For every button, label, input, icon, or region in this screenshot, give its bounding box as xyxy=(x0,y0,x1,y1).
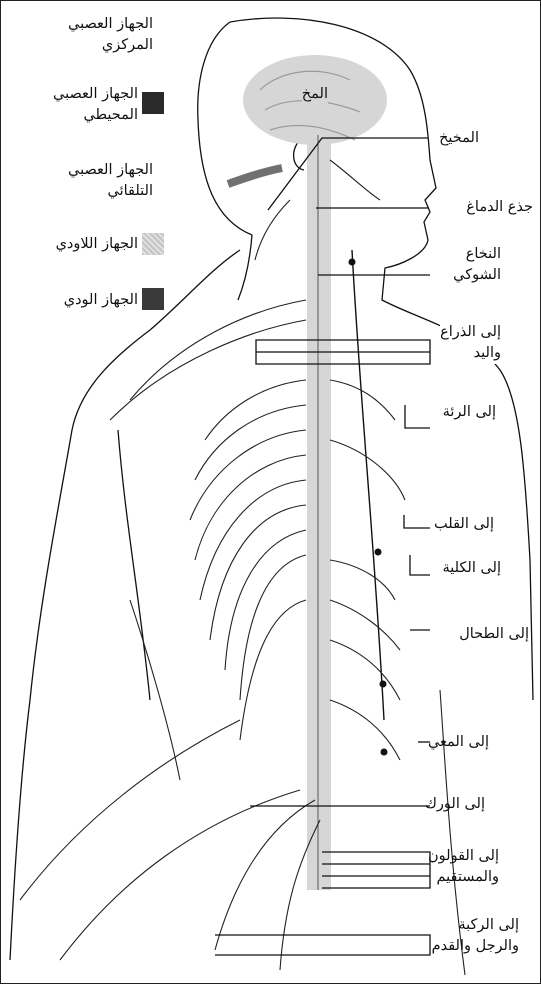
legend-item-parasympathetic: الجهاز اللاودي xyxy=(56,234,138,255)
legend-parasympathetic-line1: الجهاز اللاودي xyxy=(56,234,138,255)
legend-item-cns: الجهاز العصبي المركزي xyxy=(68,14,153,56)
label-cerebellum: المخيخ xyxy=(439,128,479,149)
label-colon-rectum: إلى القولون والمستقيم xyxy=(428,846,499,888)
legend-swatch-peripheral xyxy=(142,92,164,114)
label-spinal-cord: النخاع الشوكي xyxy=(453,244,501,286)
legend-sympathetic-line1: الجهاز الودي xyxy=(64,290,138,311)
label-hip: إلى الورك xyxy=(425,794,485,815)
legend-item-autonomic: الجهاز العصبي التلقائي xyxy=(68,160,153,202)
label-arm-hand-line1: إلى الذراع xyxy=(440,322,501,343)
legend-item-peripheral: الجهاز العصبي المحيطي xyxy=(53,84,138,126)
head-back xyxy=(198,22,252,235)
label-knee-foot: إلى الركبة والرجل والقدم xyxy=(432,915,519,957)
label-kidney: إلى الكلية xyxy=(442,558,501,579)
legend-autonomic-line2: التلقائي xyxy=(68,181,153,202)
label-intestine: إلى المعي xyxy=(428,732,489,753)
label-knee-foot-line2: والرجل والقدم xyxy=(432,936,519,957)
label-arm-hand: إلى الذراع واليد xyxy=(440,322,501,364)
label-colon-rectum-line2: والمستقيم xyxy=(428,867,499,888)
ear xyxy=(294,140,304,170)
body-outline-left xyxy=(10,250,240,960)
nerve-branches xyxy=(20,160,465,975)
legend-swatch-sympathetic xyxy=(142,288,164,310)
legend-item-sympathetic: الجهاز الودي xyxy=(64,290,138,311)
ganglia xyxy=(349,259,388,756)
label-colon-rectum-line1: إلى القولون xyxy=(428,846,499,867)
label-spinal-cord-line2: الشوكي xyxy=(453,265,501,286)
cns-shading xyxy=(243,55,387,890)
label-lung: إلى الرئة xyxy=(443,402,496,423)
legend-peripheral-line2: المحيطي xyxy=(53,105,138,126)
label-arm-hand-line2: واليد xyxy=(440,343,501,364)
legend-cns-line2: المركزي xyxy=(68,35,153,56)
legend-autonomic-line1: الجهاز العصبي xyxy=(68,160,153,181)
label-heart: إلى القلب xyxy=(434,514,494,535)
label-knee-foot-line1: إلى الركبة xyxy=(432,915,519,936)
arm-inner xyxy=(118,430,150,700)
legend-cns-line1: الجهاز العصبي xyxy=(68,14,153,35)
label-brain: المخ xyxy=(302,84,328,105)
label-spleen: إلى الطحال xyxy=(459,624,529,645)
legend-peripheral-line1: الجهاز العصبي xyxy=(53,84,138,105)
label-spinal-cord-line1: النخاع xyxy=(453,244,501,265)
legend-swatch-parasympathetic xyxy=(142,233,164,255)
neck-left xyxy=(238,235,252,300)
label-brainstem: جذع الدماغ xyxy=(466,197,533,218)
